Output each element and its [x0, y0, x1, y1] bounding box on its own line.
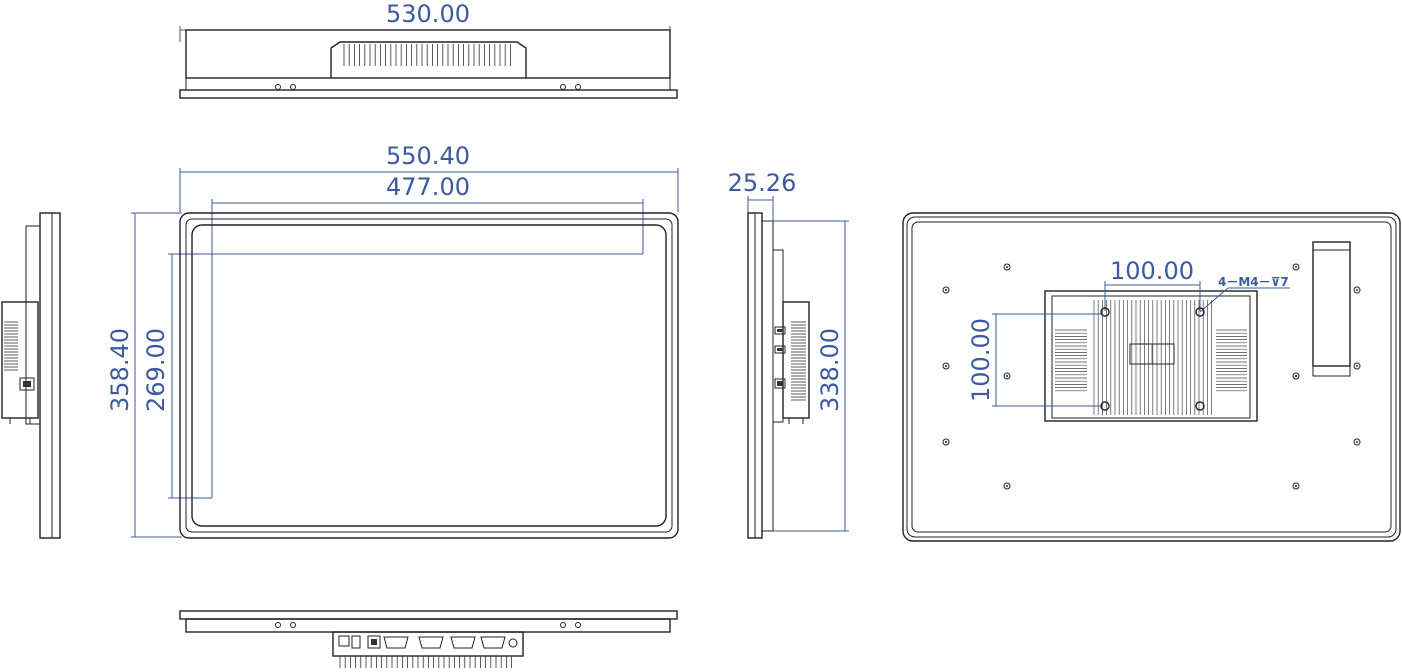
serial-port-icon	[480, 636, 506, 649]
mount-hole-center	[1295, 485, 1297, 487]
top-heatsink	[330, 41, 527, 78]
mount-hole-center	[1356, 365, 1358, 367]
rear-view: 100.00 100.00 4－M4－⊽7	[902, 212, 1401, 542]
dim-front-outer-width: 550.40	[386, 142, 470, 170]
mount-hole	[1292, 482, 1300, 490]
mount-hole	[1353, 438, 1361, 446]
mount-hole-center	[1356, 441, 1358, 443]
mount-hole	[942, 438, 950, 446]
mount-hole-center	[945, 365, 947, 367]
mount-hole	[942, 286, 950, 294]
front-view: 550.40 477.00 358.40 269.00	[106, 142, 679, 539]
serial-port-icon	[450, 636, 476, 649]
dim-front-display-width: 477.00	[386, 173, 470, 201]
mount-hole	[1003, 263, 1011, 271]
serial-port-icon	[383, 636, 409, 649]
left-side-view	[1, 212, 61, 539]
mount-hole-center	[1006, 375, 1008, 377]
mount-hole	[1292, 372, 1300, 380]
dim-side-height: 338.00	[816, 328, 844, 412]
mount-hole-center	[1295, 375, 1297, 377]
dim-vesa-horizontal: 100.00	[1110, 257, 1194, 285]
dim-vesa-vertical: 100.00	[967, 318, 995, 402]
dim-front-display-height: 269.00	[142, 328, 170, 412]
mount-hole-center	[1006, 485, 1008, 487]
mount-hole	[1292, 263, 1300, 271]
mount-hole	[1353, 286, 1361, 294]
mount-hole	[1003, 372, 1011, 380]
top-view: 530.00	[179, 0, 678, 99]
io-panel	[338, 635, 518, 649]
dim-front-outer-height: 358.40	[106, 328, 134, 412]
serial-port-icon	[418, 636, 444, 649]
mount-hole-center	[945, 289, 947, 291]
mount-screw-note: 4－M4－⊽7	[1218, 275, 1289, 289]
dim-side-depth: 25.26	[728, 169, 797, 197]
mount-hole	[942, 362, 950, 370]
mount-hole-center	[1295, 266, 1297, 268]
mount-hole	[1353, 362, 1361, 370]
right-side-view: 25.26 338.00	[728, 169, 849, 539]
mount-hole	[1003, 482, 1011, 490]
mount-hole-center	[1356, 289, 1358, 291]
mount-hole-center	[1006, 266, 1008, 268]
dim-top-width: 530.00	[386, 0, 470, 28]
bottom-view	[179, 610, 678, 668]
mount-hole-center	[945, 441, 947, 443]
